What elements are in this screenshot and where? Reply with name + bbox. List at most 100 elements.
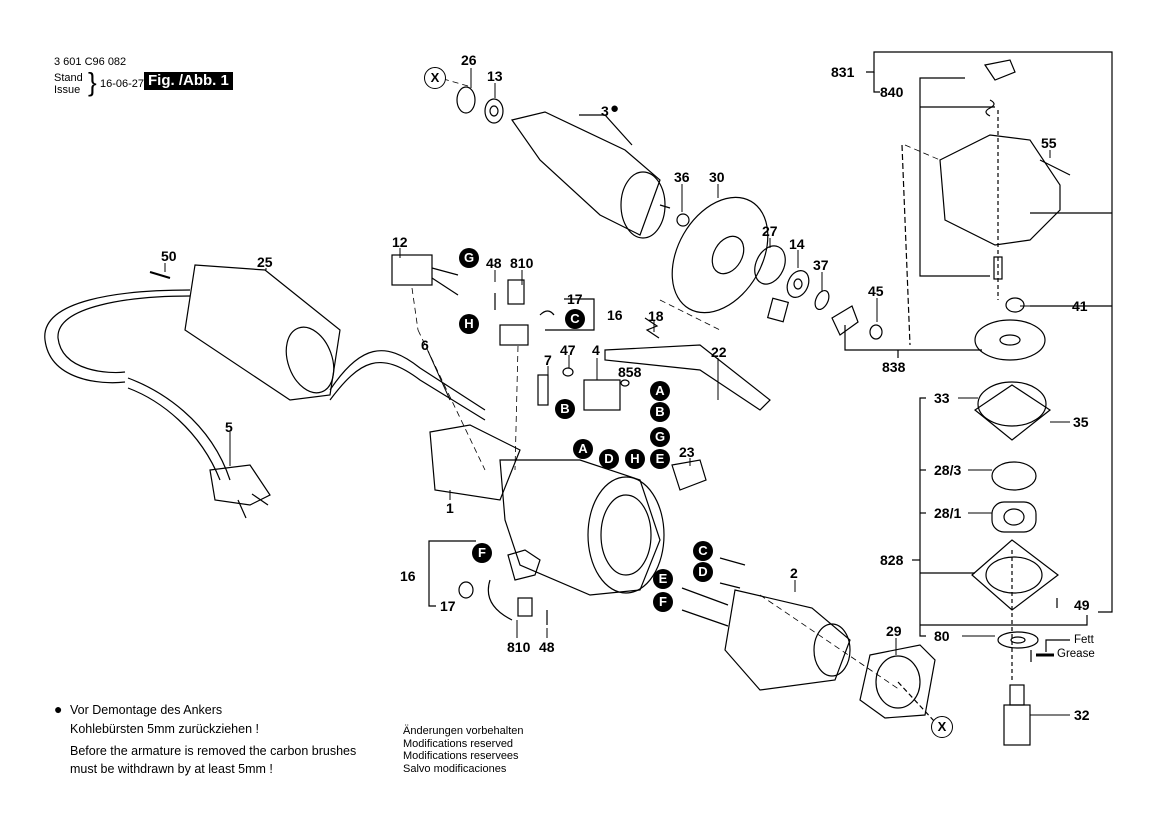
- part-label-4[interactable]: 4: [592, 342, 600, 358]
- connector-d-switch[interactable]: D: [599, 449, 619, 469]
- bracket-840: [919, 77, 995, 277]
- connector-c-field[interactable]: C: [693, 541, 713, 561]
- grease-arrow: [1045, 639, 1070, 652]
- part-label-49[interactable]: 49: [1074, 597, 1090, 613]
- part-label-6[interactable]: 6: [421, 337, 429, 353]
- gear-housing-drawing: [901, 59, 1071, 361]
- modifications-en: Modifications reserved: [403, 737, 514, 750]
- part-label-45[interactable]: 45: [868, 283, 884, 299]
- connector-g-right[interactable]: G: [650, 427, 670, 447]
- rear-handle-drawing: [149, 264, 341, 401]
- cable-drawing: [44, 289, 486, 519]
- brace: }: [88, 67, 97, 97]
- modifications-notice: Änderungen vorbehalten Modifications res…: [403, 725, 523, 775]
- armature-drawing: [456, 86, 671, 239]
- field-coil-drawing: [681, 557, 851, 691]
- part-label-27[interactable]: 27: [762, 223, 778, 239]
- part-label-13[interactable]: 13: [487, 68, 503, 84]
- part-label-29[interactable]: 29: [886, 623, 902, 639]
- part-label-25[interactable]: 25: [257, 254, 273, 270]
- part-label-35[interactable]: 35: [1073, 414, 1089, 430]
- part-label-5[interactable]: 5: [225, 419, 233, 435]
- part-label-16-upper[interactable]: 16: [607, 307, 623, 323]
- bracket-16-lower: [428, 540, 476, 607]
- lower-brush-holder-drawing: [458, 549, 548, 625]
- part-label-3[interactable]: 3: [601, 103, 609, 119]
- part-label-840[interactable]: 840: [880, 84, 904, 100]
- note-de-line1: Vor Demontage des Ankers: [70, 703, 223, 717]
- part-label-18[interactable]: 18: [648, 308, 664, 324]
- connector-h-switch[interactable]: H: [625, 449, 645, 469]
- part-label-16-lower[interactable]: 16: [400, 568, 416, 584]
- figure-label: Fig. /Abb. 1: [144, 72, 233, 90]
- connector-c-upper[interactable]: C: [565, 309, 585, 329]
- part-label-12[interactable]: 12: [392, 234, 408, 250]
- connector-b-right[interactable]: B: [650, 402, 670, 422]
- part-label-30[interactable]: 30: [709, 169, 725, 185]
- motor-housing-drawing: [429, 424, 665, 596]
- connector-h-upper[interactable]: H: [459, 314, 479, 334]
- part-label-831[interactable]: 831: [831, 64, 855, 80]
- part-label-1[interactable]: 1: [446, 500, 454, 516]
- leader-lines: [164, 68, 1070, 716]
- part-label-7[interactable]: 7: [544, 352, 552, 368]
- connector-b-left[interactable]: B: [555, 399, 575, 419]
- part-label-37[interactable]: 37: [813, 257, 829, 273]
- x-marker-bottom[interactable]: X: [931, 716, 953, 738]
- spindle-stack-drawing: [971, 381, 1059, 746]
- part-label-48-upper[interactable]: 48: [486, 255, 502, 271]
- part-label-838[interactable]: 838: [882, 359, 906, 375]
- switch-drawing: [391, 254, 771, 491]
- part-label-23[interactable]: 23: [679, 444, 695, 460]
- part-label-80[interactable]: 80: [934, 628, 950, 644]
- part-label-55[interactable]: 55: [1041, 135, 1057, 151]
- issue-date: 16-06-27: [100, 78, 145, 90]
- modifications-fr: Modifications reservees: [403, 750, 519, 762]
- bracket-3: [579, 114, 633, 146]
- x-marker-top[interactable]: X: [424, 67, 446, 89]
- part-label-17-upper[interactable]: 17: [567, 291, 583, 307]
- fan-drawing: [671, 196, 769, 314]
- part-label-22[interactable]: 22: [711, 344, 727, 360]
- part-label-41[interactable]: 41: [1072, 298, 1088, 314]
- connector-f-field[interactable]: F: [653, 592, 673, 612]
- modifications-de: Änderungen vorbehalten: [403, 725, 524, 737]
- part-label-33[interactable]: 33: [934, 390, 950, 406]
- part-label-810-upper[interactable]: 810: [510, 255, 534, 271]
- part-label-28-3[interactable]: 28/3: [934, 462, 962, 478]
- part-label-2[interactable]: 2: [790, 565, 798, 581]
- connector-a-right[interactable]: A: [650, 381, 670, 401]
- part-label-36[interactable]: 36: [674, 169, 690, 185]
- part-number: 3 601 C96 082: [54, 56, 127, 68]
- note-en-line2: must be withdrawn by at least 5mm !: [70, 762, 273, 776]
- stand-label: Stand: [54, 72, 83, 84]
- part-label-810-lower[interactable]: 810: [507, 639, 531, 655]
- part-label-28-1[interactable]: 28/1: [934, 505, 962, 521]
- note-de-line2: Kohlebürsten 5mm zurückziehen !: [70, 722, 259, 736]
- grease-label-de: Fett: [1074, 634, 1094, 646]
- grease-label-en: Grease: [1057, 648, 1095, 660]
- bracket-16-upper: [545, 298, 595, 331]
- part-label-32[interactable]: 32: [1074, 707, 1090, 723]
- part-label-17-lower[interactable]: 17: [440, 598, 456, 614]
- part-label-50[interactable]: 50: [161, 248, 177, 264]
- part-label-828[interactable]: 828: [880, 552, 904, 568]
- part-label-14[interactable]: 14: [789, 236, 805, 252]
- connector-f-lower[interactable]: F: [472, 543, 492, 563]
- connector-d-field[interactable]: D: [693, 562, 713, 582]
- bracket-828: [912, 397, 1088, 637]
- armature-dot-icon: ●: [610, 100, 620, 117]
- part-label-47[interactable]: 47: [560, 342, 576, 358]
- guard-drawing: [859, 644, 936, 723]
- connector-e-field[interactable]: E: [653, 569, 673, 589]
- connector-a-left[interactable]: A: [573, 439, 593, 459]
- part-label-858[interactable]: 858: [618, 364, 642, 380]
- part-label-26[interactable]: 26: [461, 52, 477, 68]
- note-en-line1: Before the armature is removed the carbo…: [70, 744, 357, 758]
- part-label-48-lower[interactable]: 48: [539, 639, 555, 655]
- connector-e-switch[interactable]: E: [650, 449, 670, 469]
- connector-g-upper[interactable]: G: [459, 248, 479, 268]
- modifications-es: Salvo modificaciones: [403, 762, 507, 775]
- bullet-icon: ●: [54, 701, 63, 717]
